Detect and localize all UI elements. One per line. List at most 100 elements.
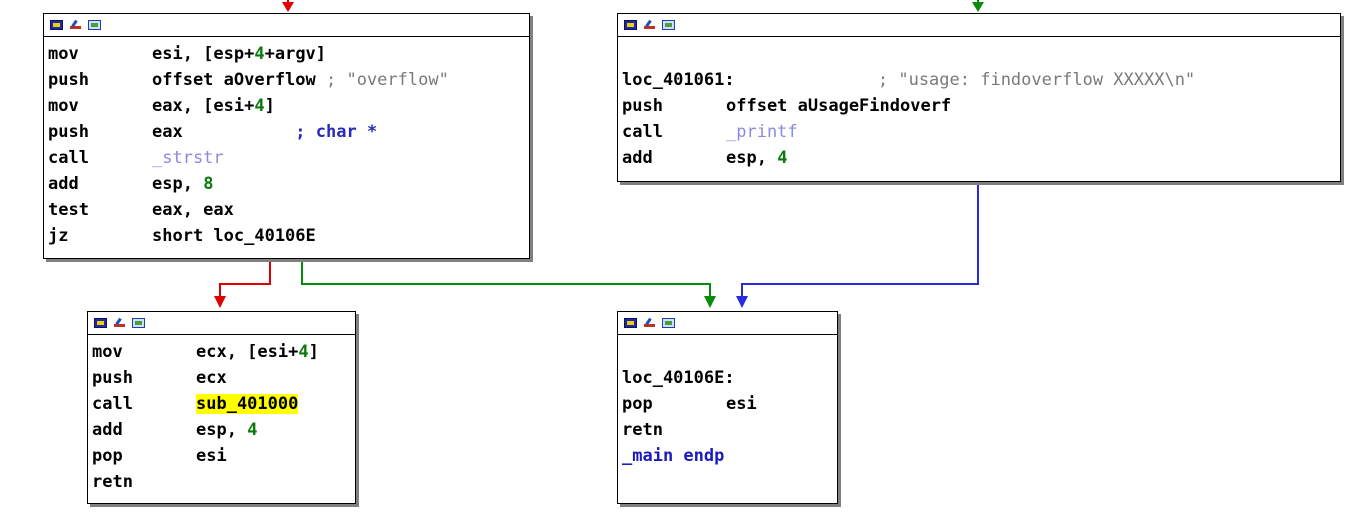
operand: esi [196,446,227,466]
graph-overview-icon[interactable] [624,20,637,30]
mnemonic: add [48,174,79,194]
picture-icon[interactable] [662,20,675,30]
operand-tail: ] [264,96,275,116]
highlighted-function-reference: sub_401000 [196,394,299,414]
code-block-loc-401061[interactable]: loc_401061: ; "usage: findoverflow XXXXX… [617,13,1341,182]
blank-line [622,339,837,365]
mnemonic: pop [622,394,653,414]
mnemonic: push [48,122,89,142]
mnemonic: test [48,200,89,220]
edit-icon[interactable] [69,20,82,30]
asm-line[interactable]: retn [92,469,355,495]
mnemonic: add [92,420,123,440]
mnemonic: call [622,122,663,142]
edge-a-to-c-arrow [214,296,226,308]
picture-icon[interactable] [662,318,675,328]
code-label: loc_40106E: [622,368,735,388]
asm-line[interactable]: test eax, eax [48,197,529,223]
operand-immediate: 4 [254,44,265,64]
asm-line[interactable]: call_strstr [48,145,529,171]
block-title-bar[interactable] [618,14,1340,37]
edit-icon[interactable] [113,318,126,328]
mnemonic: retn [92,472,133,492]
picture-icon[interactable] [88,20,101,30]
block-title-bar[interactable] [618,312,837,335]
edge-b-to-d [741,182,979,300]
blank-line [622,41,1340,67]
operand: offset aUsageFindoverf [726,96,952,116]
asm-endp-line[interactable]: _main endp [622,443,837,469]
comment: ; "usage: findoverflow XXXXX\n" [734,70,1196,90]
block-code: loc_401061: ; "usage: findoverflow XXXXX… [618,37,1340,171]
asm-line[interactable]: push ecx [92,365,355,391]
operand: eax, [esi+ [152,96,255,116]
edge-into-block-b-arrow [972,2,984,12]
operand-immediate: 8 [203,174,214,194]
mnemonic: mov [92,342,123,362]
operand: short loc_40106E [152,226,316,246]
operand-immediate: 4 [254,96,265,116]
function-reference: _strstr [152,148,224,168]
asm-line[interactable]: pop esi [92,443,355,469]
operand-immediate: 4 [777,148,788,168]
asm-line[interactable]: call _printf [622,119,1340,145]
mnemonic: mov [48,44,79,64]
mnemonic: pop [92,446,123,466]
mnemonic: mov [48,96,79,116]
function-reference: _printf [726,122,798,142]
procedure-end: _main endp [622,446,725,466]
edge-into-block-a-arrow [282,2,294,12]
edge-a-to-d [301,259,711,300]
edge-a-to-c [219,259,271,300]
asm-line[interactable]: jz short loc_40106E [48,223,529,249]
operand: eax, eax [152,200,234,220]
asm-line[interactable]: retn [622,417,837,443]
mnemonic: push [48,70,89,90]
graph-overview-icon[interactable] [50,20,63,30]
operand-immediate: 4 [247,420,258,440]
graph-overview-icon[interactable] [624,318,637,328]
graph-overview-icon[interactable] [94,318,107,328]
block-title-bar[interactable] [44,14,529,37]
asm-line[interactable]: call sub_401000 [92,391,355,417]
edge-a-to-d-arrow [704,296,716,308]
comment: ; "overflow" [315,70,449,90]
edit-icon[interactable] [643,318,656,328]
block-title-bar[interactable] [88,312,355,335]
mnemonic: call [92,394,133,414]
operand-immediate: 4 [298,342,309,362]
operand: eax [152,122,183,142]
operand: ecx [196,368,227,388]
asm-label-line[interactable]: loc_401061: ; "usage: findoverflow XXXXX… [622,67,1340,93]
operand: esp, [726,148,778,168]
code-label: loc_401061: [622,70,735,90]
operand: ecx, [esi+ [196,342,299,362]
mnemonic: push [92,368,133,388]
asm-line[interactable]: mov eax, [esi+4] [48,93,529,119]
mnemonic: jz [48,226,69,246]
comment: ; char * [182,122,378,142]
asm-label-line[interactable]: loc_40106E: [622,365,837,391]
edit-icon[interactable] [643,20,656,30]
asm-line[interactable]: push eax ; char * [48,119,529,145]
mnemonic: push [622,96,663,116]
operand-tail: +argv] [264,44,327,64]
edge-b-to-d-arrow [736,296,748,308]
asm-line[interactable]: push offset aUsageFindoverf [622,93,1340,119]
picture-icon[interactable] [132,318,145,328]
